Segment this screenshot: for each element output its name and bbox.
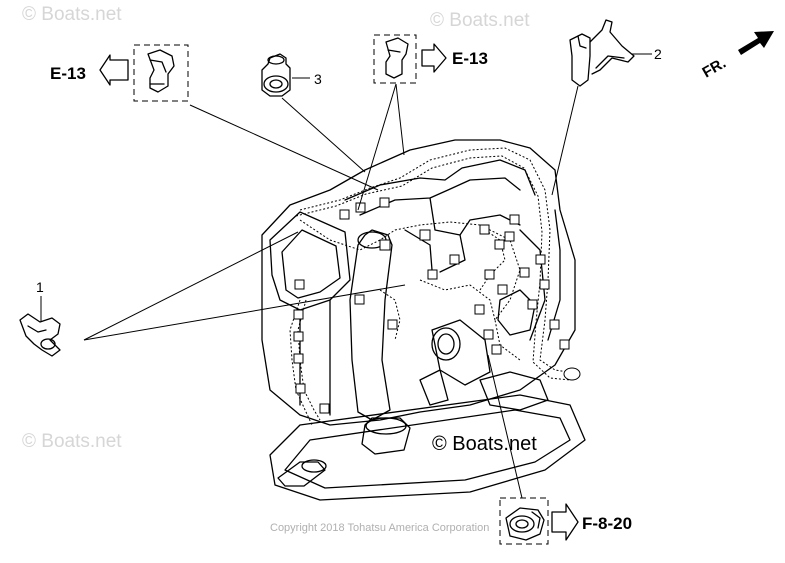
copyright-text: Copyright 2018 Tohatsu America Corporati… [270, 522, 489, 534]
front-direction-indicator: FR. [700, 31, 774, 82]
reference-e13-center: E-13 [357, 34, 488, 211]
callout-part-3: 3 [314, 71, 322, 87]
watermark-top-center: © Boats.net [430, 10, 530, 31]
reference-label-bottom: F-8-20 [582, 514, 632, 533]
wiring-harness [289, 147, 571, 426]
watermark-center: © Boats.net [432, 433, 537, 455]
watermark-top-left: © Boats.net [22, 4, 122, 25]
front-arrow-icon [738, 31, 774, 55]
part-1-clip: 1 [19, 231, 406, 357]
engine-assembly [261, 139, 586, 501]
callout-part-1: 1 [36, 279, 44, 295]
callout-part-2: 2 [654, 46, 662, 62]
front-label: FR. [700, 55, 729, 82]
watermark-bottom-left: © Boats.net [22, 431, 122, 452]
part-3-clamp: 3 [261, 53, 366, 173]
reference-label-left: E-13 [50, 64, 86, 83]
connectors [293, 197, 581, 414]
reference-label-center: E-13 [452, 49, 488, 68]
reference-f820-bottom: F-8-20 [487, 354, 632, 545]
part-2-band: 2 [551, 19, 662, 196]
reference-e13-left: E-13 [50, 44, 379, 191]
center-watermark: © Boats.net [432, 433, 537, 455]
